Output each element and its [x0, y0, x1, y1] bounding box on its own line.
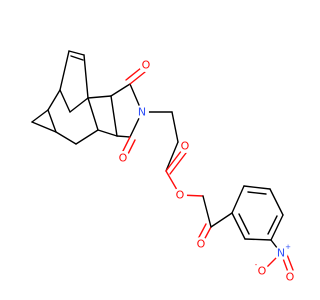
oxygen-label-nitro-double: O: [286, 271, 295, 284]
label-bg: [173, 188, 187, 202]
bond-inner-bridge-left: [59, 89, 71, 113]
label-bg: [116, 151, 130, 165]
bond-fusion-shared: [110, 95, 118, 137]
bond-ar-3: [269, 188, 284, 216]
bond-bridge-alkene: [68, 50, 85, 56]
bond-bridge-alkene-inner: [70, 55, 84, 61]
bond-ar-double-3: [238, 213, 250, 235]
bond-ring-2: [47, 109, 57, 133]
bond-ring-5: [87, 97, 99, 131]
label-bg: [283, 270, 297, 284]
bond-carbonyl-lower-inner: [126, 139, 136, 157]
oxygen-label-carbonyl-lower: O: [119, 152, 128, 165]
bond-fusion-bottom: [97, 129, 118, 137]
bond-ar-2: [243, 185, 271, 190]
bond-imide-c2: [116, 135, 131, 138]
negative-charge-label: -: [255, 261, 258, 269]
bond-ch2-ch2: [171, 111, 179, 143]
bond-cyclopropane-2: [31, 121, 57, 133]
bond-ar-4: [270, 214, 284, 241]
bond-bridge-right: [83, 54, 89, 99]
bond-ar-1: [231, 185, 245, 214]
atom-labels: O N O O O O N + O - O: [116, 58, 297, 284]
polycyclic-cage: [31, 50, 118, 145]
chemical-structure-diagram: O N O O O O N + O - O: [31, 50, 297, 284]
bond-ch2-ketone: [202, 195, 212, 228]
bond-fusion-top: [87, 95, 112, 99]
nitrogen-label-imide: N: [138, 106, 146, 119]
bond-ar-double-2: [267, 215, 278, 235]
nitrogen-label-nitro: N: [277, 247, 285, 260]
oxygen-label-ester-carbonyl: O: [181, 140, 190, 153]
bond-ring-3: [55, 131, 77, 145]
label-bg: [135, 105, 149, 119]
bond-ketone-carbonyl-inner: [197, 223, 207, 240]
bond-inner-bridge-right: [69, 97, 89, 113]
bond-ar-6: [231, 212, 246, 240]
bond-ketone-ring: [210, 212, 233, 228]
oxygen-label-carbonyl-upper: O: [142, 59, 151, 72]
label-bg: [194, 237, 208, 251]
bond-carbonyl-upper: [129, 71, 146, 85]
bond-ring-4: [75, 129, 99, 145]
bond-ester-carbonyl: [165, 149, 183, 172]
label-bg: [255, 264, 269, 278]
positive-charge-label: +: [285, 243, 291, 251]
label-bg: [139, 58, 153, 72]
imide-ring: [110, 67, 146, 157]
bond-ar-double-1: [247, 191, 267, 195]
label-bg: [178, 139, 192, 153]
bond-ring-1: [47, 89, 61, 111]
label-bg: [274, 246, 288, 260]
oxygen-label-nitro-minus: O: [258, 265, 267, 278]
bond-imide-c1: [110, 83, 131, 97]
bond-carbonyl-lower: [121, 136, 131, 154]
bond-carbonyl-upper-inner: [125, 67, 142, 81]
oxygen-label-ester: O: [176, 189, 185, 202]
bond-ch2-carbonyl: [165, 141, 179, 172]
bond-bridge-left: [59, 50, 70, 91]
bond-cyclopropane-1: [31, 109, 49, 123]
oxygen-label-ketone: O: [197, 238, 206, 251]
bond-ar-5: [244, 238, 272, 241]
propanoate-chain: [141, 111, 233, 243]
bond-ester-carbonyl-inner: [169, 152, 187, 175]
